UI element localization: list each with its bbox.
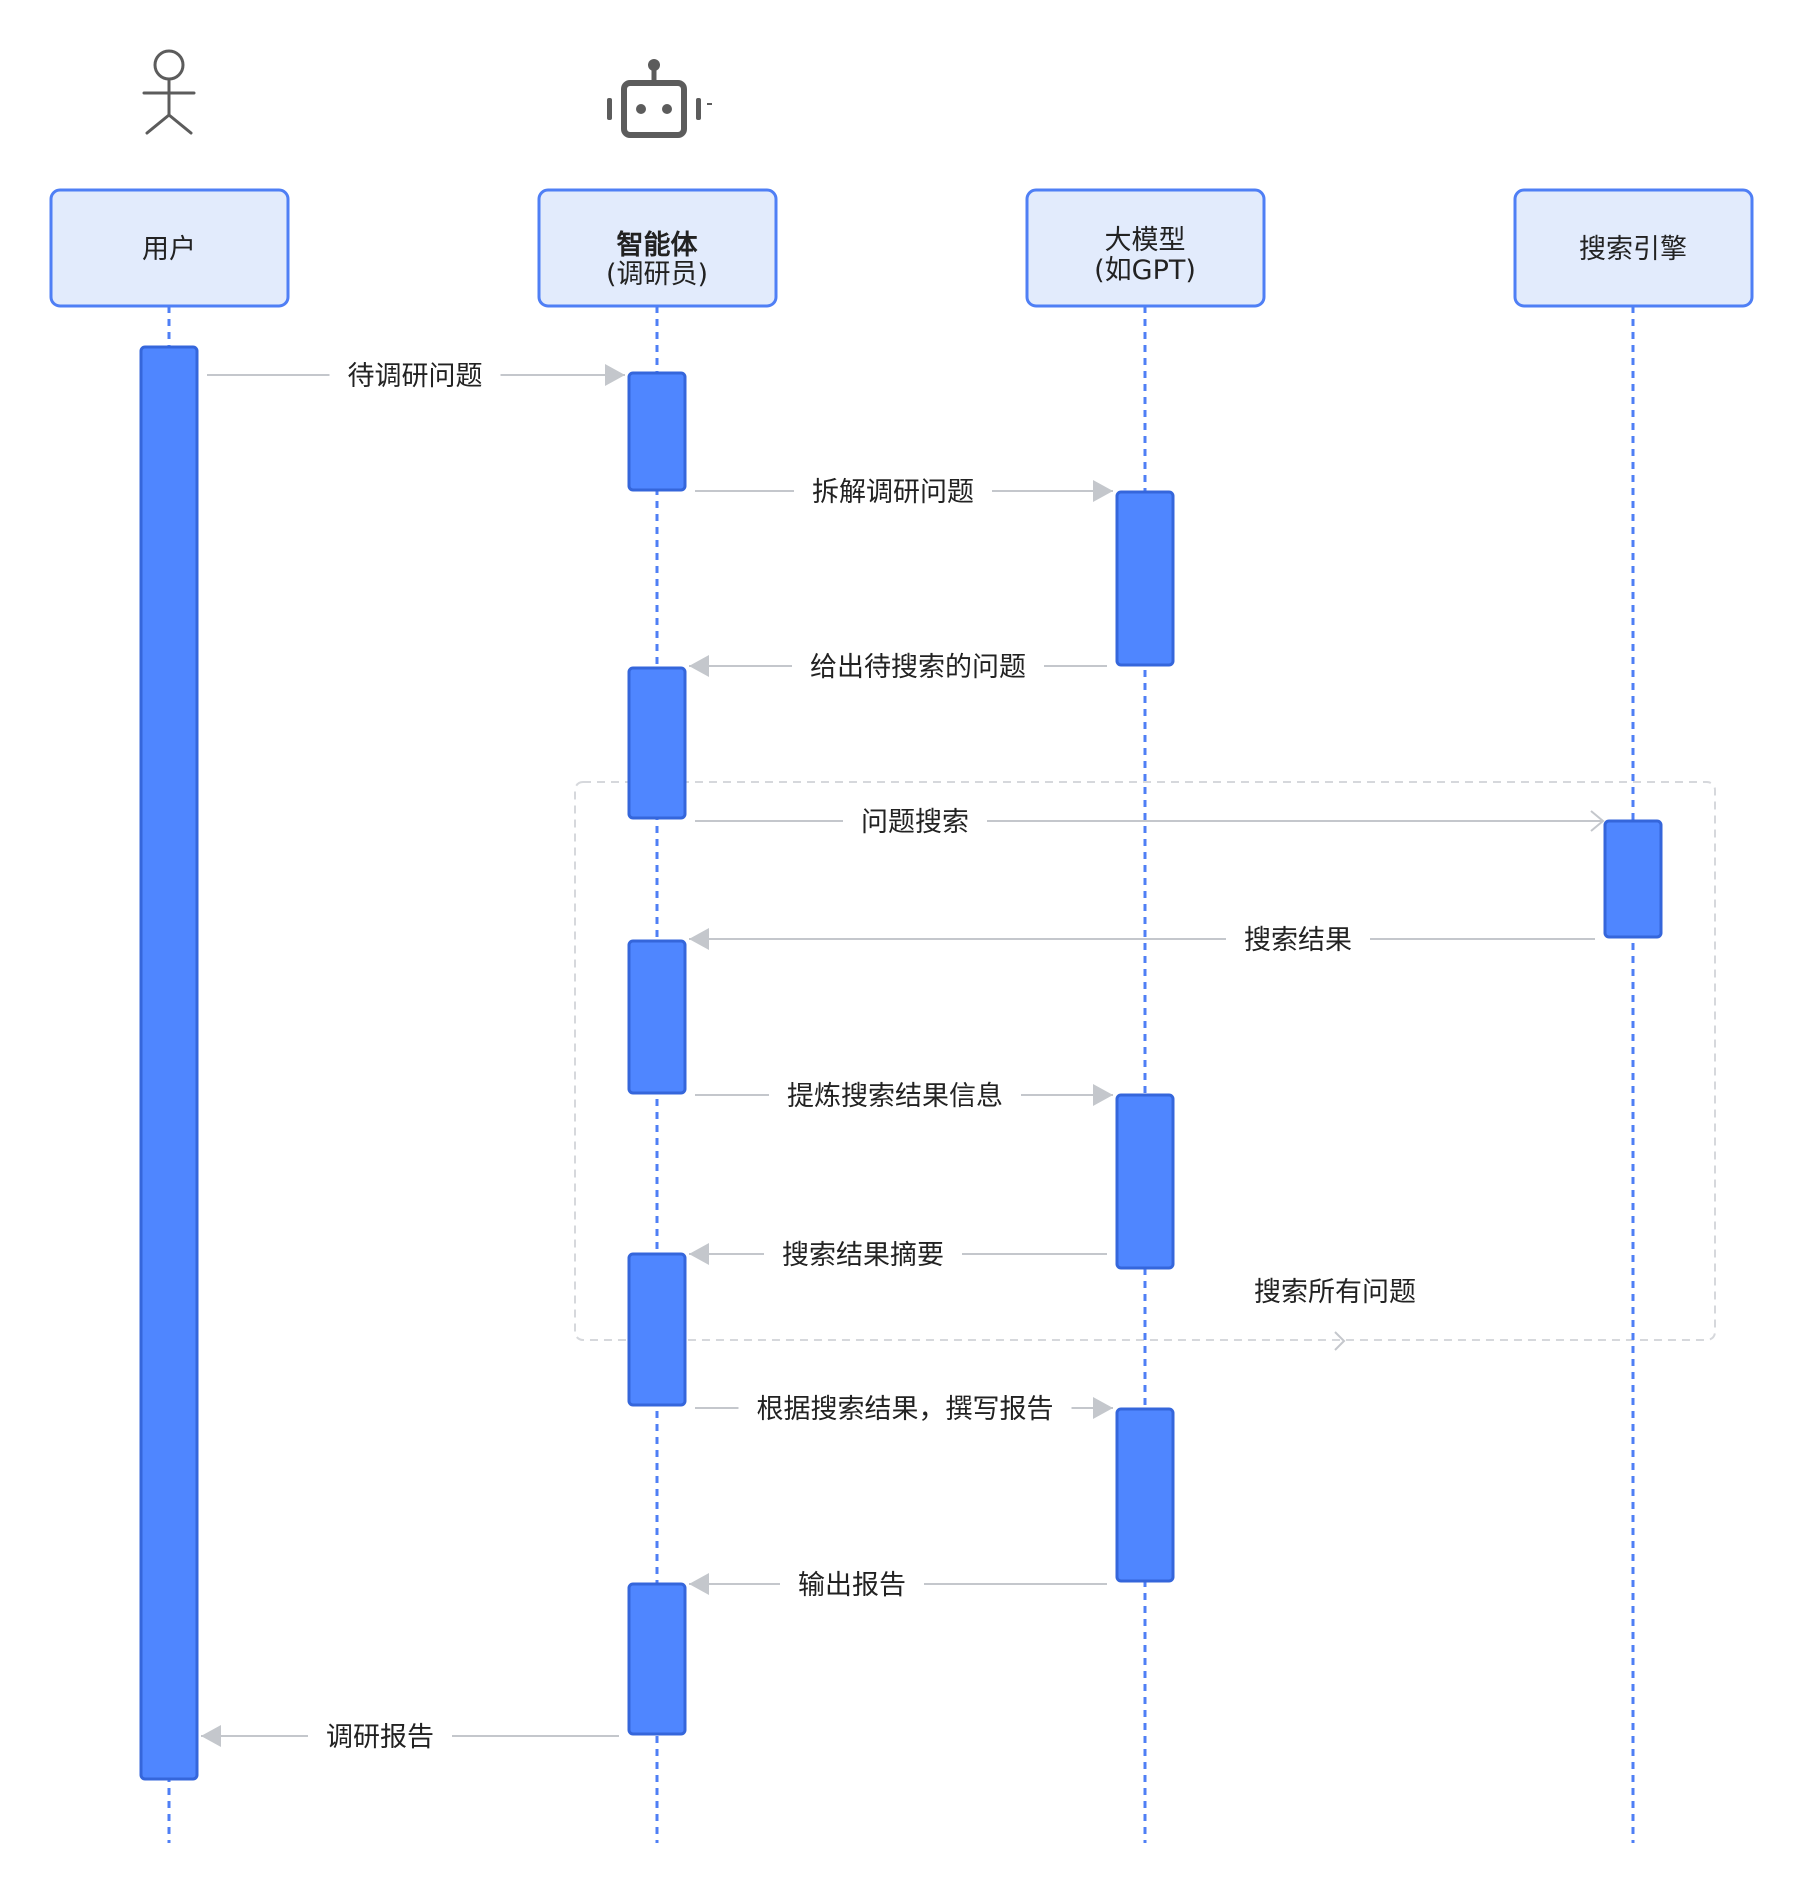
arrowhead-icon bbox=[1093, 480, 1113, 502]
activation-bar-agent bbox=[627, 939, 687, 1095]
message-3: 给出待搜索的问题 bbox=[689, 652, 1107, 683]
message-2: 拆解调研问题 bbox=[695, 477, 1113, 508]
participant-label-agent: 智能体 bbox=[617, 229, 699, 261]
arrowhead-icon bbox=[1093, 1084, 1113, 1106]
activation-bar-agent bbox=[627, 1252, 687, 1407]
message-7: 搜索结果摘要 bbox=[689, 1240, 1107, 1271]
person-icon bbox=[142, 49, 196, 135]
arrowhead-icon bbox=[689, 1243, 709, 1265]
arrowhead-icon bbox=[605, 364, 625, 386]
participant-box-search bbox=[1513, 188, 1754, 308]
participant-sublabel-llm: (如GPT) bbox=[1094, 255, 1196, 286]
message-10: 调研报告 bbox=[201, 1722, 619, 1753]
arrowhead-icon bbox=[201, 1725, 221, 1747]
participant-sublabel-agent: (调研员) bbox=[606, 259, 708, 290]
participant-label-user: 用户 bbox=[142, 234, 196, 265]
arrowhead-icon bbox=[689, 928, 709, 950]
message-8: 根据搜索结果，撰写报告 bbox=[695, 1394, 1113, 1425]
message-label: 待调研问题 bbox=[348, 361, 483, 392]
activation-bar-llm bbox=[1115, 490, 1175, 667]
activation-bar-search bbox=[1603, 819, 1663, 939]
participant-box-user bbox=[49, 188, 290, 308]
message-label: 拆解调研问题 bbox=[812, 477, 974, 508]
message-1: 待调研问题 bbox=[207, 361, 625, 392]
arrowhead-icon bbox=[1093, 1397, 1113, 1419]
participant-box-llm bbox=[1025, 188, 1266, 308]
activation-bar-llm bbox=[1115, 1407, 1175, 1583]
message-9: 输出报告 bbox=[689, 1570, 1107, 1601]
loop-arrow-icon bbox=[1334, 1331, 1346, 1351]
message-label: 提炼搜索结果信息 bbox=[787, 1081, 1003, 1112]
message-4: 问题搜索 bbox=[695, 807, 1605, 838]
arrowhead-icon bbox=[689, 655, 709, 677]
message-label: 问题搜索 bbox=[861, 807, 969, 838]
activation-bar-user bbox=[139, 345, 199, 1781]
activation-bar-llm bbox=[1115, 1093, 1175, 1270]
message-label: 根据搜索结果，撰写报告 bbox=[757, 1394, 1054, 1425]
robot-icon bbox=[607, 59, 712, 138]
message-label: 给出待搜索的问题 bbox=[810, 652, 1026, 683]
loop-label: 搜索所有问题 bbox=[1254, 1277, 1416, 1308]
message-label: 搜索结果摘要 bbox=[782, 1240, 944, 1271]
activation-bar-agent bbox=[627, 666, 687, 820]
participant-label-llm: 大模型 bbox=[1105, 225, 1186, 256]
message-label: 搜索结果 bbox=[1244, 925, 1352, 956]
activation-bar-agent bbox=[627, 371, 687, 492]
message-5: 搜索结果 bbox=[689, 925, 1595, 956]
message-6: 提炼搜索结果信息 bbox=[695, 1081, 1113, 1112]
message-label: 输出报告 bbox=[798, 1570, 906, 1601]
loop-frame bbox=[574, 781, 1716, 1341]
arrowhead-icon bbox=[1590, 810, 1605, 832]
activation-bar-agent bbox=[627, 1582, 687, 1736]
arrowhead-icon bbox=[689, 1573, 709, 1595]
participant-label-search: 搜索引擎 bbox=[1579, 234, 1687, 265]
participant-box-agent bbox=[537, 188, 778, 308]
message-label: 调研报告 bbox=[326, 1722, 434, 1753]
